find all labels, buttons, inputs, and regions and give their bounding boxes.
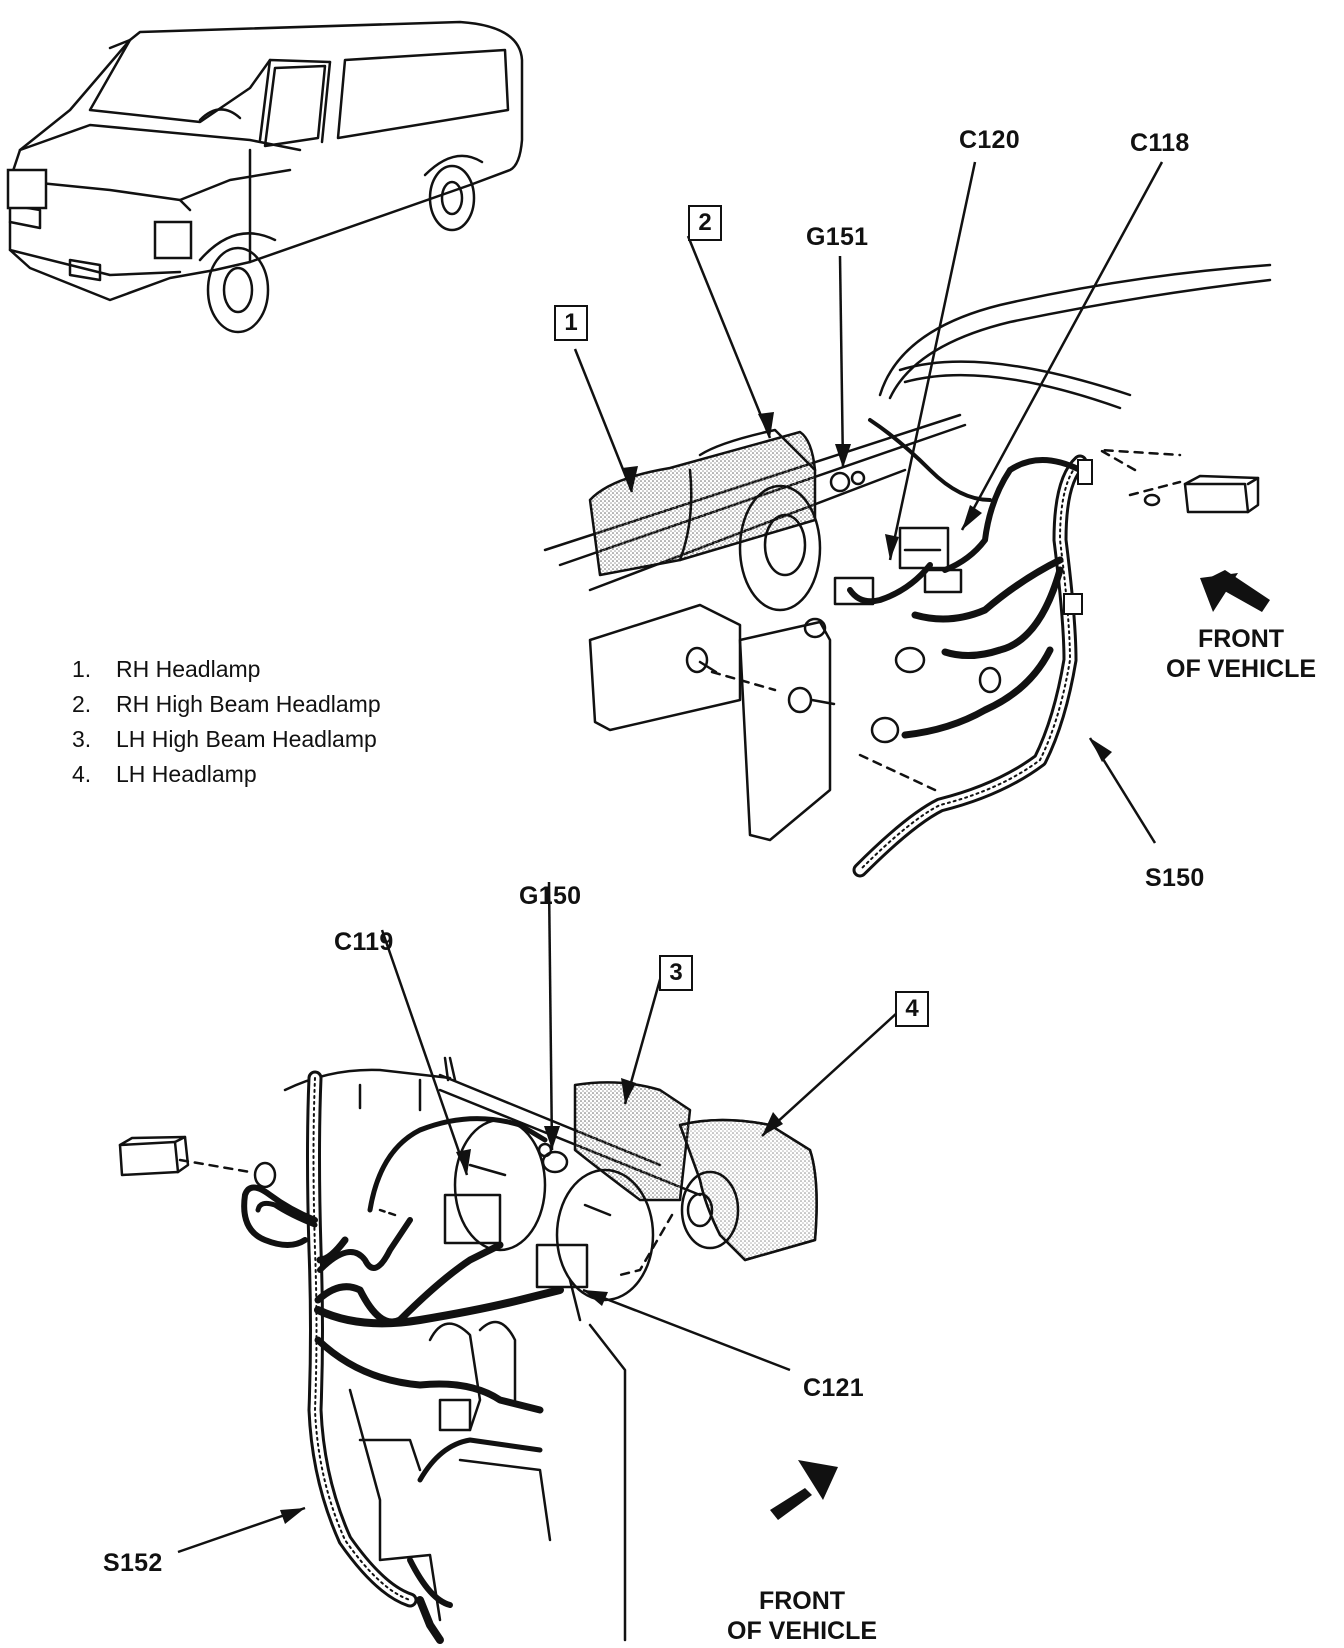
label-s150: S150 (1145, 864, 1205, 892)
s150-grommet (1077, 459, 1093, 485)
lh-headlamp-assembly (118, 1056, 818, 1642)
legend-item-text: LH Headlamp (116, 761, 257, 787)
legend-item: 3. LH High Beam Headlamp (72, 722, 381, 757)
rh-wire-harness (847, 418, 1088, 878)
front-of-vehicle-top: FRONT OF VEHICLE (1166, 624, 1316, 684)
legend-item-number: 2. (72, 691, 92, 717)
legend-item-text: LH High Beam Headlamp (116, 726, 377, 752)
van-rh-headlamp-marker (6, 168, 48, 210)
front-top-line2: OF VEHICLE (1166, 655, 1317, 683)
legend-item-text: RH Headlamp (116, 656, 261, 682)
legend-item: 2. RH High Beam Headlamp (72, 687, 381, 722)
legend-item-number: 3. (72, 726, 92, 752)
legend-item: 1. RH Headlamp (72, 652, 381, 687)
label-c120: C120 (959, 126, 1020, 154)
legend-item-number: 1. (72, 656, 92, 682)
front-bottom-line1: FRONT (758, 1587, 846, 1615)
callout-4: 4 (895, 991, 929, 1027)
callout-2: 2 (688, 205, 722, 241)
top-arrowheads (622, 412, 1112, 762)
legend-item-text: RH High Beam Headlamp (116, 691, 381, 717)
label-c118: C118 (1130, 129, 1190, 157)
legend-item-number: 4. (72, 761, 92, 787)
label-g150: G150 (519, 882, 582, 910)
callout-1: 1 (554, 305, 588, 341)
van-lh-headlamp-marker (153, 220, 193, 260)
label-s152: S152 (103, 1549, 163, 1577)
callout-3: 3 (659, 955, 693, 991)
label-c121: C121 (803, 1374, 864, 1402)
front-of-vehicle-bottom: FRONT OF VEHICLE (727, 1586, 877, 1646)
rh-headlamp-assembly (543, 263, 1272, 842)
front-bottom-line2: OF VEHICLE (727, 1617, 878, 1645)
legend: 1. RH Headlamp 2. RH High Beam Headlamp … (72, 652, 381, 792)
van-illustration (8, 20, 524, 334)
bottom-arrowheads (280, 1078, 783, 1524)
legend-item: 4. LH Headlamp (72, 757, 381, 792)
front-top-line1: FRONT (1197, 625, 1285, 653)
lh-wire-harness (241, 1070, 564, 1644)
harness-clip (1063, 593, 1083, 615)
label-c119: C119 (334, 928, 394, 956)
label-g151: G151 (806, 223, 869, 251)
front-arrow-bottom (798, 1460, 838, 1500)
